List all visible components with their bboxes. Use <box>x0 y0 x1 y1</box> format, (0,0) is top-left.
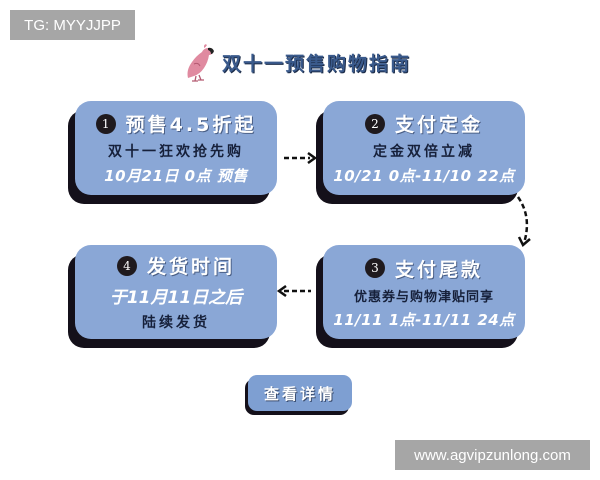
page-header: 双十一预售购物指南 <box>182 40 411 84</box>
step-time: 11/11 1点-11/11 24点 <box>333 310 515 329</box>
step-time: 10/21 0点-11/10 22点 <box>333 167 515 185</box>
step-number-badge: 1 <box>95 113 116 134</box>
step-time: 10月21日 0点 预售 <box>104 167 248 185</box>
watermark-top-left: TG: MYYJJPP <box>10 10 135 40</box>
watermark-bottom-right: www.agvipzunlong.com <box>395 440 590 470</box>
arrow-left-icon <box>276 284 311 298</box>
step-number-badge: 4 <box>116 255 137 276</box>
page-title: 双十一预售购物指南 <box>222 52 412 75</box>
step-card-2: 2 支付定金 定金双倍立减 10/21 0点-11/10 22点 <box>323 101 525 195</box>
view-details-button[interactable]: 查看详情 <box>248 375 352 411</box>
step-card-3: 3 支付尾款 优惠券与购物津贴同享 11/11 1点-11/11 24点 <box>323 245 525 339</box>
step-number-badge: 3 <box>364 258 385 278</box>
step-title: 支付尾款 <box>394 258 483 281</box>
step-subtitle: 双十一狂欢抢先购 <box>108 144 244 160</box>
step-card-1: 1 预售4.5折起 双十一狂欢抢先购 10月21日 0点 预售 <box>75 101 277 195</box>
step-subtitle: 陆续发货 <box>142 315 210 331</box>
step-subtitle: 定金双倍立减 <box>373 144 475 160</box>
step-title: 发货时间 <box>146 256 235 278</box>
arrow-right-icon <box>284 151 318 165</box>
cockatoo-bird-icon <box>187 44 214 82</box>
step-title: 支付定金 <box>394 114 483 136</box>
arrow-curved-down-icon <box>516 196 531 247</box>
step-card-4: 4 发货时间 于11月11日之后 陆续发货 <box>75 245 277 339</box>
step-title: 预售4.5折起 <box>125 114 257 136</box>
step-subtitle: 优惠券与购物津贴同享 <box>353 289 494 305</box>
step-time: 于11月11日之后 <box>109 288 243 308</box>
step-number-badge: 2 <box>364 113 385 134</box>
